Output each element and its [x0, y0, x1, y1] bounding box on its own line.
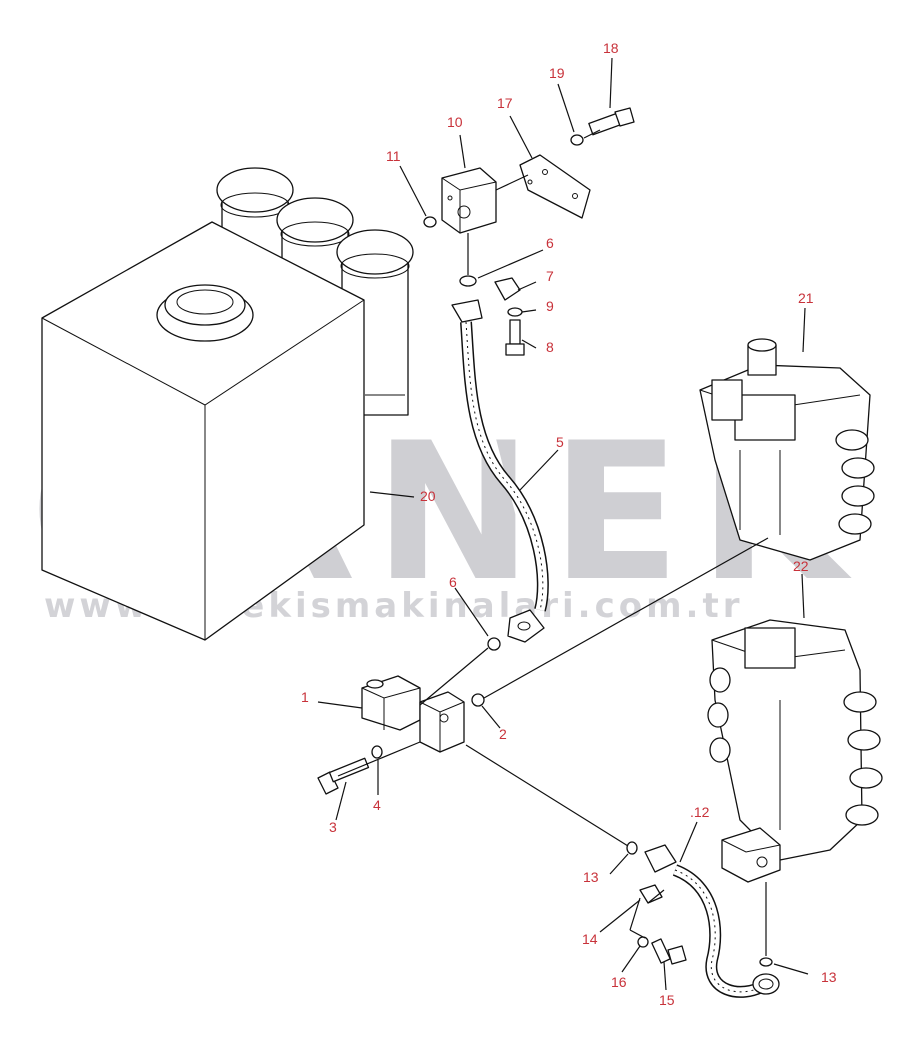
washer-19	[570, 134, 584, 146]
callout-18: 18	[603, 40, 619, 56]
callout-13-right: 13	[821, 969, 837, 985]
washer-4	[371, 745, 383, 759]
callout-3: 3	[329, 819, 337, 835]
valve-block	[361, 675, 465, 753]
leader-lines	[317, 57, 809, 991]
callout-8: 8	[546, 339, 554, 355]
callout-14: 14	[582, 931, 598, 947]
hose-12	[644, 844, 780, 998]
bolt-3	[317, 757, 370, 795]
callout-12: .12	[690, 804, 710, 820]
callout-2: 2	[499, 726, 507, 742]
callout-5: 5	[556, 434, 564, 450]
assembly-lines	[337, 129, 769, 956]
control-valve-21	[699, 338, 875, 561]
oring-6-upper	[459, 275, 477, 287]
washer-9	[507, 307, 523, 317]
washer-16	[637, 936, 649, 948]
callout-13-left: 13	[583, 869, 599, 885]
callout-20: 20	[420, 488, 436, 504]
bolt-8	[505, 319, 525, 356]
upper-block	[441, 167, 497, 234]
oring-13-left	[626, 841, 638, 855]
control-valve-22	[707, 619, 883, 883]
callout-1: 1	[301, 689, 309, 705]
callout-4: 4	[373, 797, 381, 813]
oring-2	[471, 693, 485, 707]
bracket	[519, 154, 591, 219]
callout-9: 9	[546, 298, 554, 314]
callout-17: 17	[497, 95, 513, 111]
clamp-7	[494, 277, 521, 301]
oring-6-lower	[487, 637, 501, 651]
callout-labels: 1 2 3 4 5 6 6 7 8 9 10 11 .12 13 13 14 1…	[301, 40, 837, 1008]
callout-6-lower: 6	[449, 574, 457, 590]
bolt-15	[651, 938, 687, 965]
hose-5	[451, 299, 549, 643]
callout-6-upper: 6	[546, 235, 554, 251]
callout-21: 21	[798, 290, 814, 306]
callout-11: 11	[386, 148, 401, 164]
oring-13-right	[759, 957, 773, 967]
callout-22: 22	[793, 558, 809, 574]
clamp-14	[639, 884, 663, 904]
callout-16: 16	[611, 974, 627, 990]
callout-7: 7	[546, 268, 554, 284]
hydraulic-tank	[41, 167, 414, 641]
bolt-18	[588, 107, 635, 136]
callout-10: 10	[447, 114, 463, 130]
callout-15: 15	[659, 992, 675, 1008]
oring-11	[423, 216, 437, 228]
callout-19: 19	[549, 65, 565, 81]
